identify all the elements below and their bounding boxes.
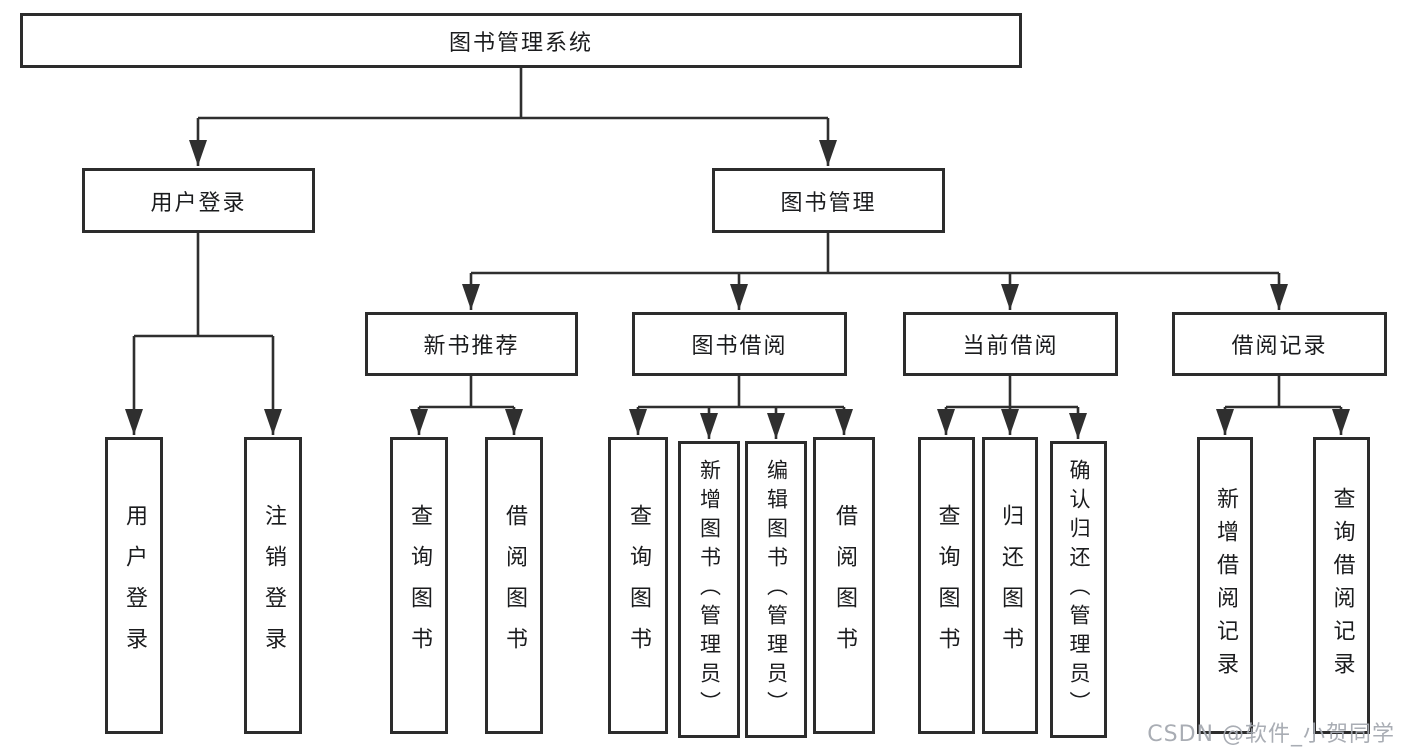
node-current-borrow: 当前借阅 <box>903 312 1118 376</box>
node-root: 图书管理系统 <box>20 13 1022 68</box>
node-bb-borrow-book: 借阅图书 <box>813 437 875 734</box>
node-br-query-record-label: 查询借阅记录 <box>1329 486 1355 685</box>
node-bb-add-book-admin: 新增图书（管理员） <box>678 441 740 738</box>
node-bb-edit-book-admin-label: 编辑图书（管理员） <box>764 459 789 720</box>
node-root-label: 图书管理系统 <box>448 30 593 56</box>
node-user-login: 用户登录 <box>105 437 163 734</box>
node-br-query-record: 查询借阅记录 <box>1313 437 1370 734</box>
node-br-add-record: 新增借阅记录 <box>1197 437 1253 734</box>
node-cb-confirm-return-admin-label: 确认归还（管理员） <box>1067 459 1091 720</box>
node-bb-edit-book-admin: 编辑图书（管理员） <box>745 441 807 738</box>
node-bb-borrow-book-label: 借阅图书 <box>832 503 857 668</box>
node-nbr-query-book-label: 查询图书 <box>407 503 432 668</box>
node-login-branch-label: 用户登录 <box>150 190 247 216</box>
node-user-login-label: 用户登录 <box>122 503 147 668</box>
node-bb-query-book-label: 查询图书 <box>626 503 651 668</box>
node-cb-return-book-label: 归还图书 <box>998 503 1023 668</box>
node-book-borrow-label: 图书借阅 <box>691 334 788 359</box>
node-br-add-record-label: 新增借阅记录 <box>1213 486 1238 685</box>
node-cb-confirm-return-admin: 确认归还（管理员） <box>1050 441 1107 738</box>
node-login-branch: 用户登录 <box>82 168 315 233</box>
node-book-management: 图书管理 <box>712 168 945 233</box>
node-new-book-recommend-label: 新书推荐 <box>423 334 520 359</box>
node-bb-add-book-admin-label: 新增图书（管理员） <box>697 459 722 720</box>
node-book-borrow: 图书借阅 <box>632 312 847 376</box>
node-logout-label: 注销登录 <box>261 503 286 668</box>
node-nbr-borrow-book-label: 借阅图书 <box>502 503 527 668</box>
node-borrow-record-label: 借阅记录 <box>1231 334 1328 359</box>
node-new-book-recommend: 新书推荐 <box>365 312 578 376</box>
node-borrow-record: 借阅记录 <box>1172 312 1387 376</box>
node-book-management-label: 图书管理 <box>780 190 877 216</box>
node-cb-query-book-label: 查询图书 <box>934 503 960 668</box>
node-bb-query-book: 查询图书 <box>608 437 668 734</box>
node-logout: 注销登录 <box>244 437 302 734</box>
node-nbr-query-book: 查询图书 <box>390 437 448 734</box>
csdn-watermark: CSDN @软件_小贺同学 <box>1147 722 1395 747</box>
connector-lines <box>132 68 1343 439</box>
node-nbr-borrow-book: 借阅图书 <box>485 437 543 734</box>
node-cb-query-book: 查询图书 <box>918 437 975 734</box>
arrowheads <box>125 140 1350 439</box>
node-current-borrow-label: 当前借阅 <box>962 334 1059 359</box>
node-cb-return-book: 归还图书 <box>982 437 1038 734</box>
